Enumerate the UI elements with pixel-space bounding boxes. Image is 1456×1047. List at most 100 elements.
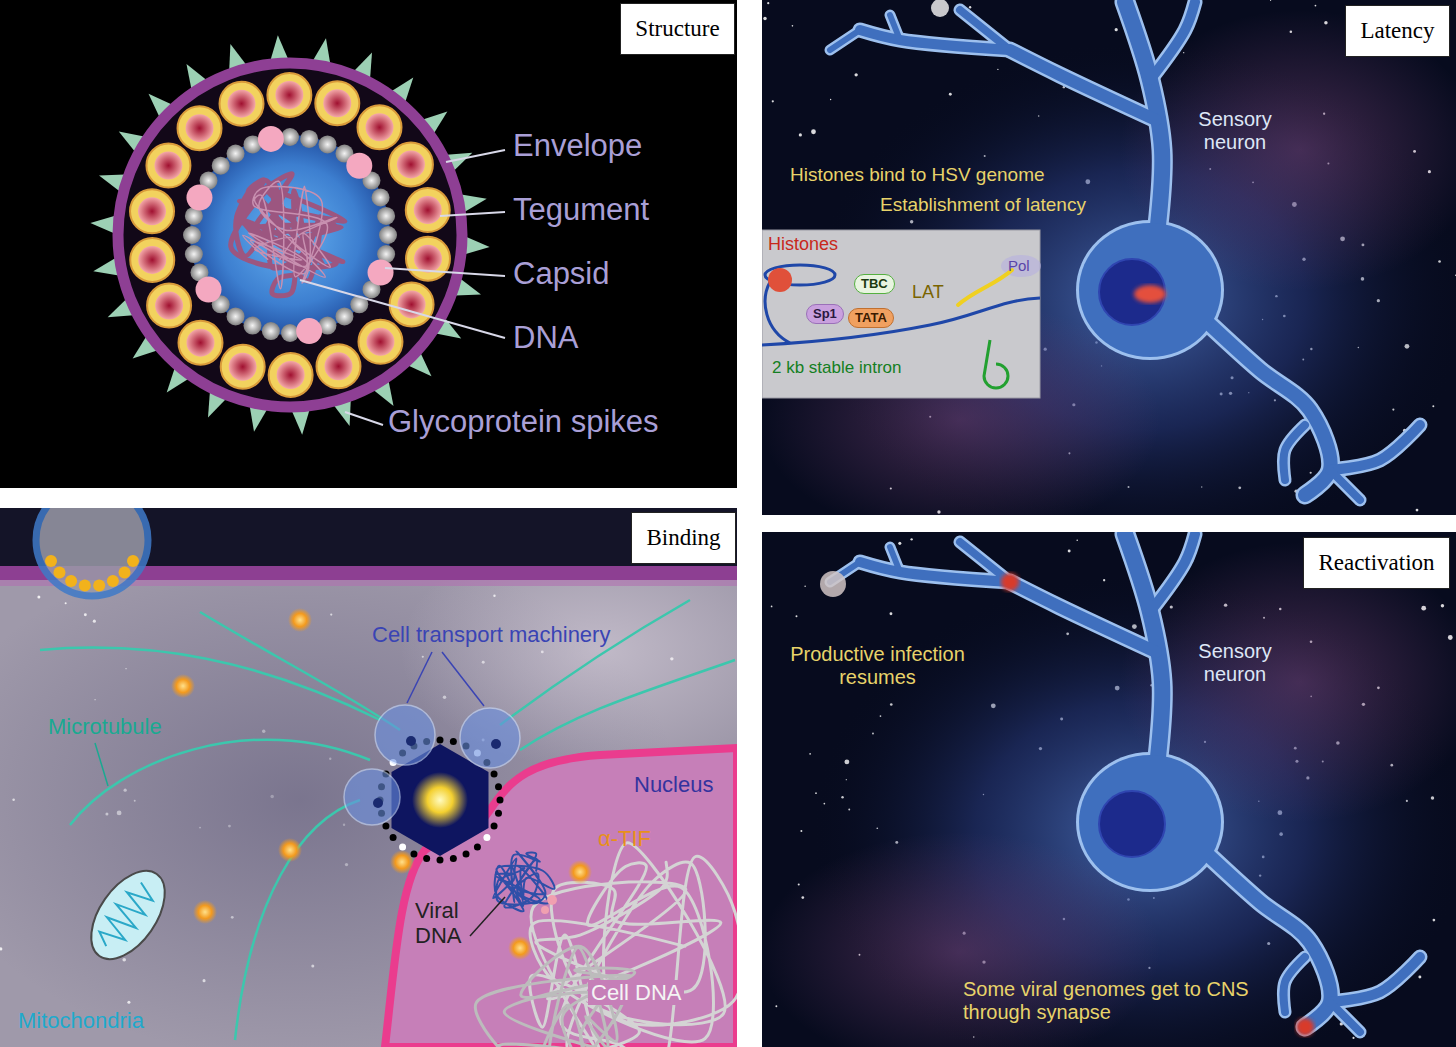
glycoprotein-spike	[271, 35, 289, 60]
neurite	[1330, 957, 1420, 1002]
tegument-core	[229, 353, 257, 381]
capsomer	[372, 188, 390, 206]
part-label: Capsid	[513, 256, 610, 292]
tegument-protein	[358, 105, 402, 149]
neurite	[1330, 470, 1360, 500]
tegument-protein	[221, 345, 265, 389]
part-label: Cell DNA	[588, 980, 684, 1005]
soma-outline	[1076, 220, 1224, 360]
vesicle-protein	[93, 579, 105, 591]
capsid-dot	[495, 810, 502, 817]
capsid-dot	[450, 855, 457, 862]
tegument-protein	[358, 320, 402, 364]
tegument-protein	[178, 321, 222, 365]
part-label: Sensory neuron	[1180, 640, 1290, 686]
star	[969, 6, 971, 8]
intron-lariat	[984, 340, 1008, 388]
part-label: Viral DNA	[415, 898, 485, 949]
part-label: DNA	[513, 320, 578, 356]
glycoprotein-spike	[90, 216, 115, 234]
neurite	[860, 562, 1010, 582]
latent-genome	[1134, 285, 1166, 303]
inset-ground	[762, 230, 1040, 398]
neurite	[1150, 2, 1195, 80]
star	[767, 2, 769, 4]
part-label: Microtubule	[48, 714, 162, 739]
capsid-dot	[491, 823, 498, 830]
node-text: 2 kb stable intron	[772, 358, 901, 378]
soma-outline	[1076, 752, 1224, 892]
envelope-ring	[118, 63, 462, 407]
tegument-core	[138, 246, 166, 274]
tegument-core	[397, 150, 425, 178]
tegument-core	[366, 328, 394, 356]
alpha-tif-particle	[193, 900, 217, 924]
tegument-protein	[146, 144, 190, 188]
tegument-core	[186, 329, 214, 357]
leader-line	[470, 897, 505, 936]
part-label: Establishment of latency	[880, 194, 1086, 216]
tegument-protein	[178, 106, 222, 150]
alpha-tif-particle	[288, 608, 312, 632]
star	[775, 1005, 777, 1007]
panel	[762, 0, 1456, 515]
factor-pill: TBC	[854, 274, 895, 294]
capsid-core	[190, 135, 390, 335]
leader-line	[95, 743, 108, 786]
vesicle-protein	[65, 575, 77, 587]
star	[854, 73, 857, 76]
vesicle-protein	[119, 567, 131, 579]
part-label: α-TIF	[598, 826, 651, 851]
star	[772, 100, 774, 102]
part-label: Some viral genomes get to CNS through sy…	[963, 978, 1263, 1024]
soma	[1079, 223, 1221, 357]
capsomer-pink	[368, 260, 394, 286]
leader-line	[300, 280, 505, 338]
dna-strand	[243, 181, 337, 289]
star	[811, 129, 816, 134]
capsid-dot	[423, 855, 430, 862]
particle	[820, 571, 846, 597]
microtubule	[40, 648, 380, 720]
node-text: TBC	[861, 276, 888, 292]
neurite	[1010, 50, 1156, 120]
transport-motor-core	[491, 739, 501, 749]
capsid-dot	[495, 783, 502, 790]
virus-spot	[1296, 1018, 1314, 1036]
tegument-core	[414, 245, 442, 273]
node-text: TATA	[855, 310, 887, 326]
star	[763, 17, 766, 20]
capsomer	[183, 226, 201, 244]
transport-motor-core	[373, 798, 383, 808]
capsid-dot	[390, 834, 397, 841]
neurite	[1205, 320, 1331, 495]
tegument-protein	[406, 237, 450, 281]
neurite	[1205, 852, 1331, 1027]
capsomer-pink	[346, 153, 372, 179]
tegument-protein	[267, 73, 311, 117]
vesicle-protein	[79, 579, 91, 591]
capsomer	[300, 130, 318, 148]
star	[809, 753, 811, 755]
alpha-tif-particle	[508, 936, 532, 960]
viral-dna-protein	[547, 895, 557, 905]
cell-dna	[475, 843, 737, 1047]
capsomer	[319, 135, 337, 153]
microtubule	[235, 800, 360, 1040]
neurite	[890, 15, 900, 40]
leader-line	[345, 412, 383, 425]
viral-genome-line	[762, 298, 1040, 345]
star	[1115, 28, 1118, 31]
cell-dna-strand	[530, 843, 737, 1047]
neurite-outline	[1330, 425, 1420, 470]
star	[890, 612, 893, 615]
alpha-tif-particle	[278, 838, 302, 862]
vesicle-protein	[53, 567, 65, 579]
node-text: Structure	[635, 16, 719, 42]
capsid-dot	[382, 823, 389, 830]
microtubule	[520, 660, 735, 750]
star	[830, 99, 831, 100]
capsomer	[379, 226, 397, 244]
neurite	[1330, 425, 1420, 470]
capsid-glow	[412, 772, 468, 828]
